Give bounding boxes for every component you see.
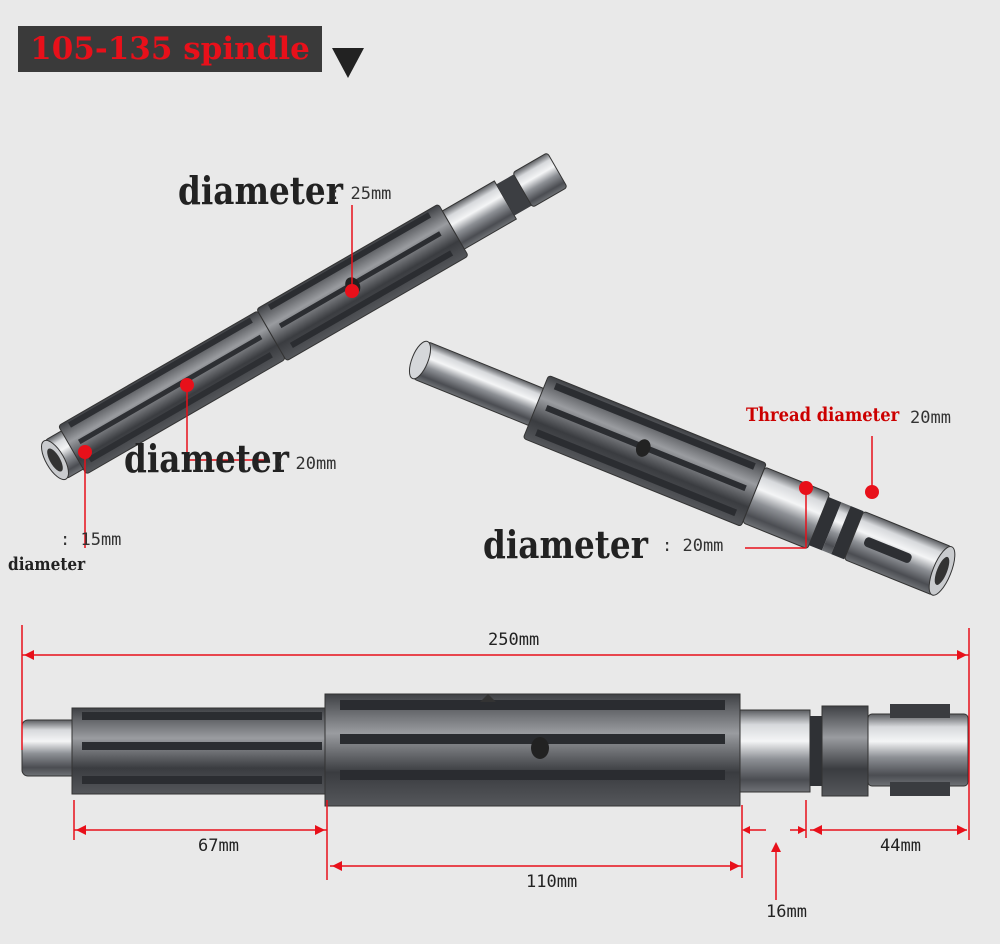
dimension-lines [21, 625, 970, 900]
thread-diameter-label: Thread diameter [746, 404, 900, 426]
top-shaft-mid-value: : 20mm [275, 454, 337, 474]
right-shaft-mid-value: : 20mm [662, 536, 724, 556]
red-dot-icon [345, 284, 359, 298]
middle-segment-label: 110mm [526, 872, 578, 892]
thread-diameter-value: 20mm [910, 408, 951, 428]
red-dot-icon-group [78, 284, 879, 499]
top-shaft-mid-label: diameter [124, 436, 289, 481]
bottom-shaft [21, 693, 969, 807]
red-dot-icon [799, 481, 813, 495]
triangle-down-icon [332, 48, 364, 78]
left-segment-label: 67mm [198, 836, 239, 856]
callout-lines [84, 205, 873, 549]
red-dot-icon [180, 378, 194, 392]
title-text: 105-135 spindle [30, 31, 310, 67]
top-shaft-end-label: diameter [8, 554, 86, 575]
top-shaft-outer-value: : 25mm [330, 184, 392, 204]
red-dot-icon [865, 485, 879, 499]
title-banner: 105-135 spindle [18, 26, 322, 72]
top-shaft-outer-label: diameter [178, 168, 343, 213]
right-shaft-mid-label: diameter [483, 522, 648, 567]
right-segment-label: 44mm [880, 836, 921, 856]
overall-length-label: 250mm [488, 630, 540, 650]
neck-segment-label: 16mm [766, 902, 807, 922]
red-dot-icon [78, 445, 92, 459]
right-shaft [408, 340, 956, 596]
top-shaft-end-value: : 15mm [60, 530, 122, 550]
top-left-shaft [41, 153, 567, 481]
